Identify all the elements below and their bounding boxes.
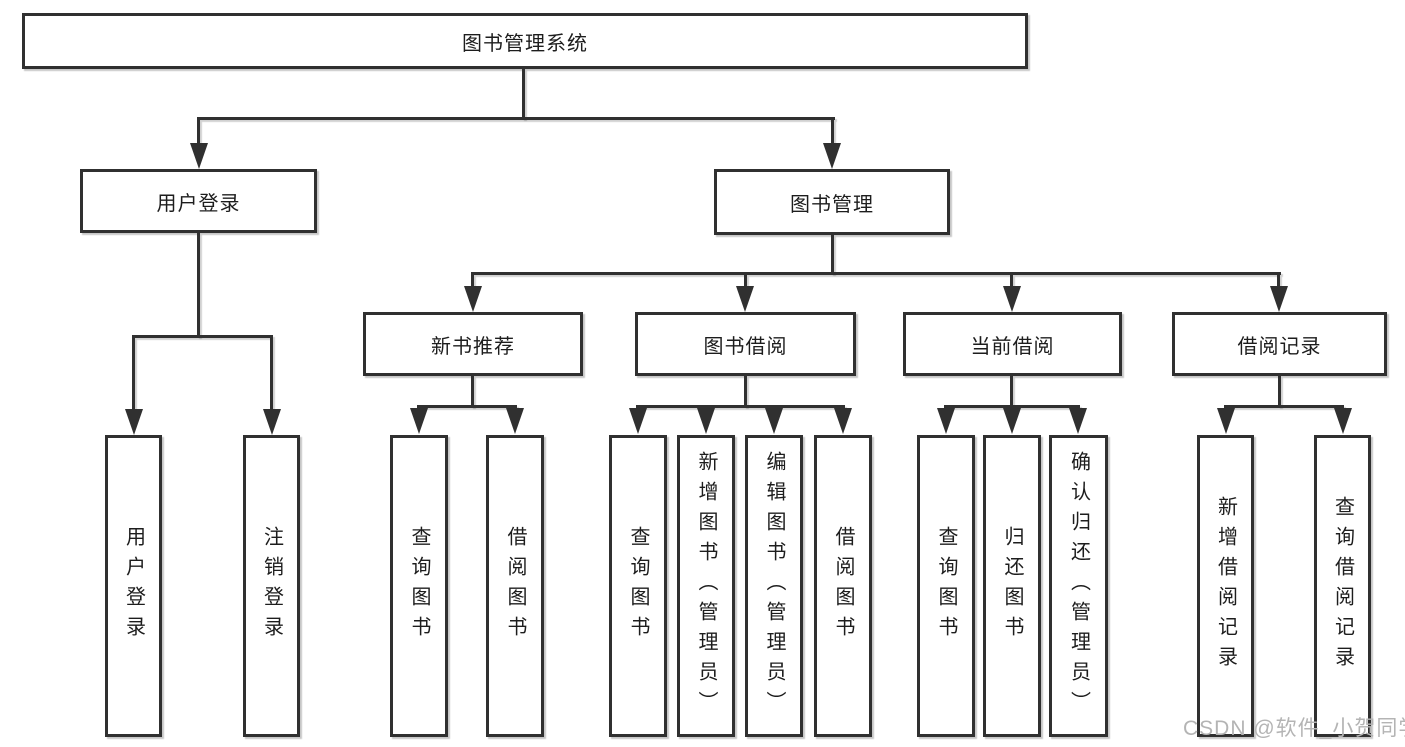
arrow-down-icon [823, 143, 841, 169]
arrow-down-icon [1003, 408, 1021, 434]
leaf-query-book-current: 查询图书 [917, 435, 975, 737]
leaf-logout: 注销登录 [243, 435, 300, 737]
node-label: 图书管理系统 [462, 32, 588, 55]
node-user-login: 用户登录 [80, 169, 317, 233]
leaf-label: 查询借阅记录 [1331, 496, 1354, 676]
leaf-borrow-book-recommend: 借阅图书 [486, 435, 544, 737]
leaf-label: 新增借阅记录 [1214, 496, 1237, 676]
arrow-down-icon [263, 409, 281, 435]
csdn-watermark: CSDN @软件_小贺同学 [1183, 717, 1405, 740]
edge-current-borrow-bar [944, 405, 1080, 408]
arrow-down-icon [1270, 286, 1288, 312]
arrow-down-icon [1334, 408, 1352, 434]
arrow-down-icon [506, 408, 524, 434]
edge-borrow-record-bar [1224, 405, 1344, 408]
arrow-down-icon [410, 408, 428, 434]
leaf-confirm-return-admin: 确认归还（管理员） [1049, 435, 1108, 737]
node-label: 图书借阅 [703, 335, 788, 358]
node-label: 借阅记录 [1237, 335, 1322, 358]
leaf-label: 借阅图书 [832, 526, 854, 646]
leaf-query-book-borrowing: 查询图书 [609, 435, 667, 737]
leaf-query-borrow-record: 查询借阅记录 [1314, 435, 1371, 737]
leaf-label: 编辑图书（管理员） [763, 451, 785, 721]
edge-to-new-book [471, 275, 474, 287]
edge-to-book-borrow [744, 275, 747, 287]
edge-book-management-stem [831, 235, 834, 274]
leaf-query-book-recommend: 查询图书 [390, 435, 448, 737]
node-label: 新书推荐 [431, 335, 515, 358]
arrow-down-icon [629, 408, 647, 434]
leaf-label: 新增图书（管理员） [695, 451, 717, 721]
node-label: 图书管理 [790, 193, 874, 216]
node-library-management-system: 图书管理系统 [22, 13, 1028, 69]
leaf-label: 用户登录 [122, 526, 145, 646]
node-book-management: 图书管理 [714, 169, 950, 235]
edge-book-borrow-bar [636, 405, 845, 408]
edge-to-user-login [197, 120, 200, 145]
leaf-label: 确认归还（管理员） [1067, 451, 1090, 721]
node-book-borrowing: 图书借阅 [635, 312, 856, 376]
arrow-down-icon [697, 408, 715, 434]
edge-to-book-management [831, 120, 834, 145]
node-borrowing-records: 借阅记录 [1172, 312, 1387, 376]
edge-new-book-bar [417, 405, 517, 408]
edge-to-current-borrow [1010, 275, 1013, 287]
arrow-down-icon [736, 286, 754, 312]
node-label: 当前借阅 [970, 335, 1055, 358]
edge-user-login-stem [197, 233, 200, 337]
arrow-down-icon [1217, 408, 1235, 434]
arrow-down-icon [1003, 286, 1021, 312]
edge-root-stem [522, 69, 525, 119]
leaf-return-book: 归还图书 [983, 435, 1041, 737]
edge-borrow-record-stem [1278, 376, 1281, 407]
edge-root-bar [197, 117, 835, 120]
leaf-user-login: 用户登录 [105, 435, 162, 737]
edge-book-borrow-stem [744, 376, 747, 407]
arrow-down-icon [1069, 408, 1087, 434]
node-current-borrowing: 当前借阅 [903, 312, 1122, 376]
arrow-down-icon [464, 286, 482, 312]
leaf-label: 查询图书 [627, 526, 649, 646]
leaf-edit-book-admin: 编辑图书（管理员） [745, 435, 803, 737]
arrow-down-icon [125, 409, 143, 435]
edge-to-borrow-record [1277, 275, 1280, 287]
leaf-add-book-admin: 新增图书（管理员） [677, 435, 735, 737]
arrow-down-icon [190, 143, 208, 169]
arrow-down-icon [834, 408, 852, 434]
edge-current-borrow-stem [1010, 376, 1013, 407]
arrow-down-icon [765, 408, 783, 434]
node-label: 用户登录 [156, 192, 241, 215]
leaf-label: 注销登录 [260, 526, 283, 646]
node-new-book-recommendation: 新书推荐 [363, 312, 583, 376]
leaf-label: 查询图书 [408, 526, 430, 646]
leaf-label: 查询图书 [935, 526, 957, 646]
arrow-down-icon [937, 408, 955, 434]
edge-to-leaf-user-login [132, 338, 135, 410]
edge-new-book-stem [471, 376, 474, 407]
leaf-label: 归还图书 [1001, 526, 1023, 646]
edge-to-leaf-logout [270, 338, 273, 410]
edge-book-management-bar [471, 272, 1281, 275]
edge-user-login-bar [132, 335, 273, 338]
leaf-add-borrow-record: 新增借阅记录 [1197, 435, 1254, 737]
leaf-borrow-book-borrowing: 借阅图书 [814, 435, 872, 737]
leaf-label: 借阅图书 [504, 526, 526, 646]
